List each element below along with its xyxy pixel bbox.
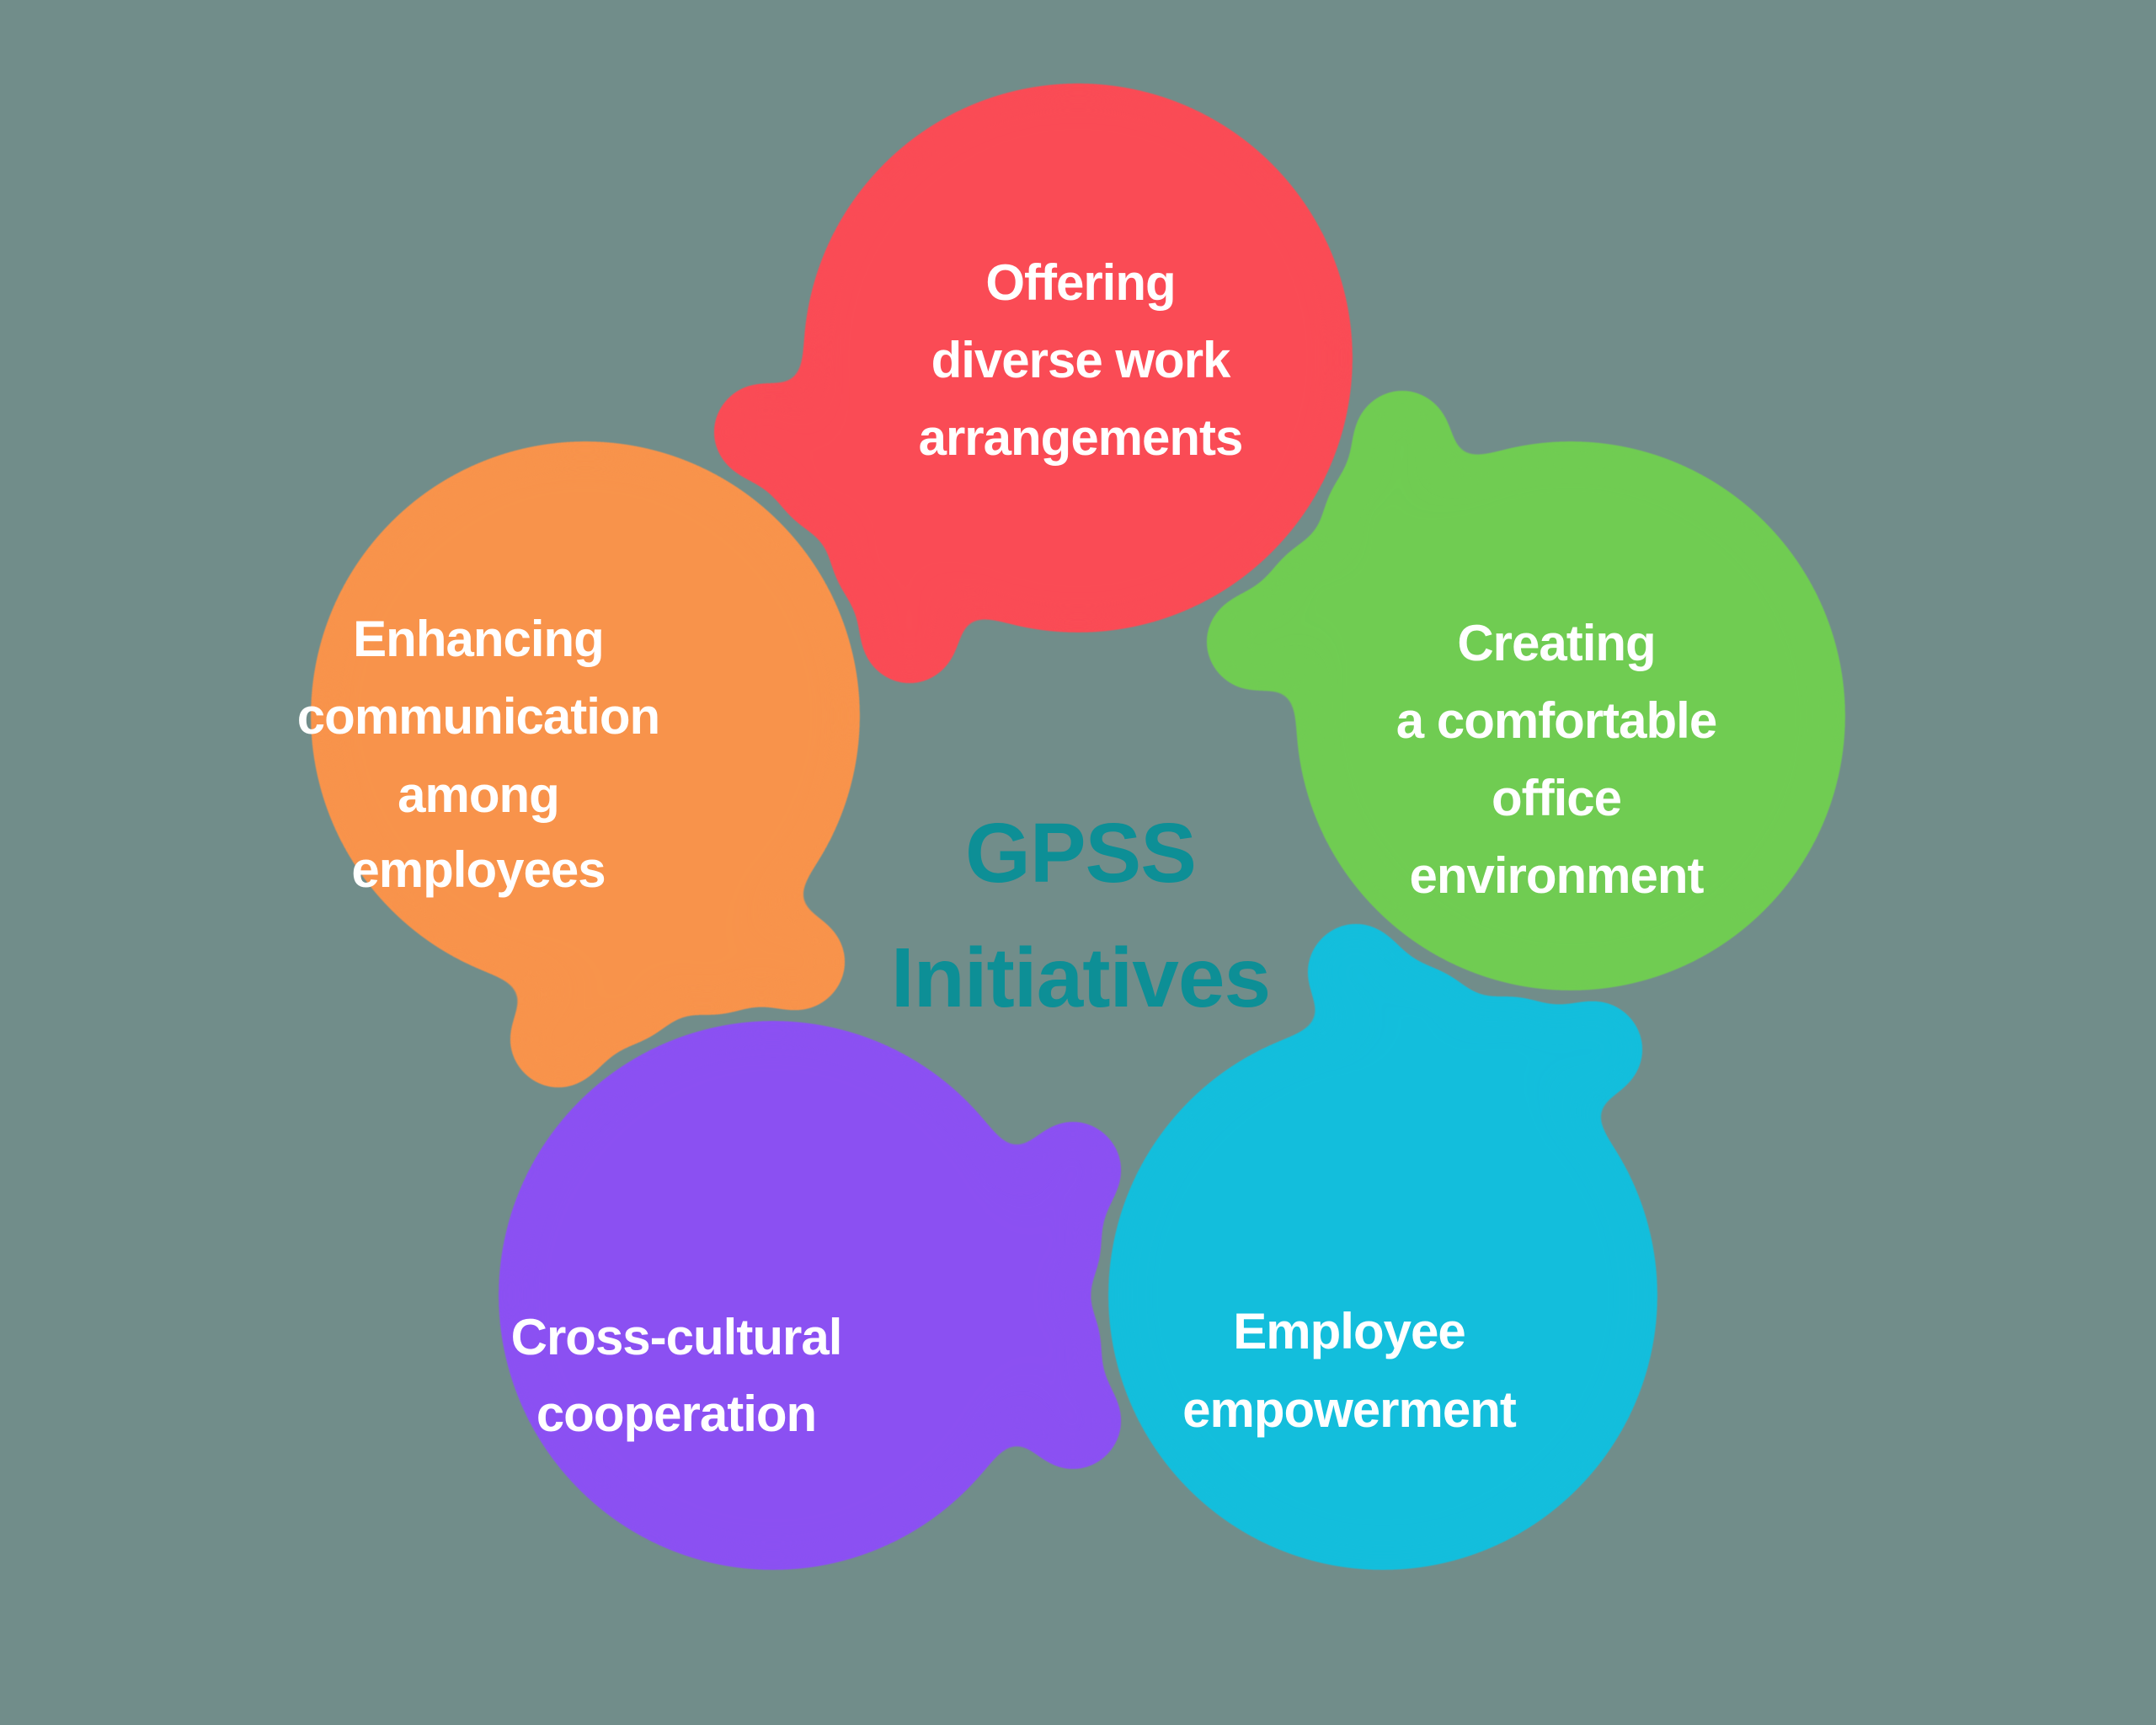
blob-claw-filler <box>947 1241 1057 1350</box>
blob-creating-a-comfortable-office-environment <box>1204 388 1844 990</box>
label-crosscultural-line-1: Cross-cultural <box>511 1309 842 1365</box>
blob-offering-diverse-work-arrangements <box>712 84 1352 686</box>
blob-claw-filler <box>839 437 948 547</box>
blob-enhancing-communication-among-employees <box>312 442 859 1090</box>
blob-main-circle <box>1109 1022 1657 1569</box>
label-creating-line-4: environment <box>1409 847 1704 904</box>
blob-claw-filler <box>1331 527 1441 637</box>
label-offering-line-1: Offering <box>985 254 1175 311</box>
blob-cross-cultural-cooperation <box>499 1022 1123 1569</box>
label-enhancing-line-1: Enhancing <box>353 611 604 667</box>
label-creating-line-1: Creating <box>1457 615 1655 671</box>
label-enhancing-line-3: among <box>398 766 559 823</box>
center-title-line-1: GPSS <box>965 806 1196 900</box>
label-employee-line-2: empowerment <box>1182 1381 1517 1438</box>
label-creating-line-3: office <box>1492 770 1621 826</box>
blob-claw-satellite <box>1022 1119 1123 1220</box>
blob-main-circle <box>499 1022 1047 1569</box>
blob-claw-satellite <box>1204 591 1305 692</box>
blob-claw-satellite <box>859 585 960 686</box>
blob-claw-filler <box>1398 1023 1508 1133</box>
blob-employee-empowerment <box>1109 921 1657 1569</box>
blob-claw-satellite <box>1544 999 1645 1100</box>
blob-main-circle <box>312 442 859 990</box>
label-crosscultural-line-2: cooperation <box>536 1386 816 1442</box>
label-enhancing-line-4: employees <box>351 841 605 898</box>
label-offering-line-2: diverse work <box>931 332 1231 388</box>
blob-claw-satellite <box>1305 921 1406 1023</box>
blob-claw-satellite <box>746 911 847 1012</box>
blob-claw-filler <box>600 879 710 988</box>
label-offering-line-3: arrangements <box>919 409 1243 466</box>
label-employee-line-1: Employee <box>1233 1303 1465 1359</box>
blob-claw-satellite <box>1022 1370 1123 1471</box>
blob-claw-satellite <box>1352 388 1453 489</box>
label-creating-line-2: a comfortable <box>1396 692 1716 749</box>
label-enhancing-line-2: communication <box>297 688 659 745</box>
center-title-line-2: Initiatives <box>891 931 1270 1025</box>
